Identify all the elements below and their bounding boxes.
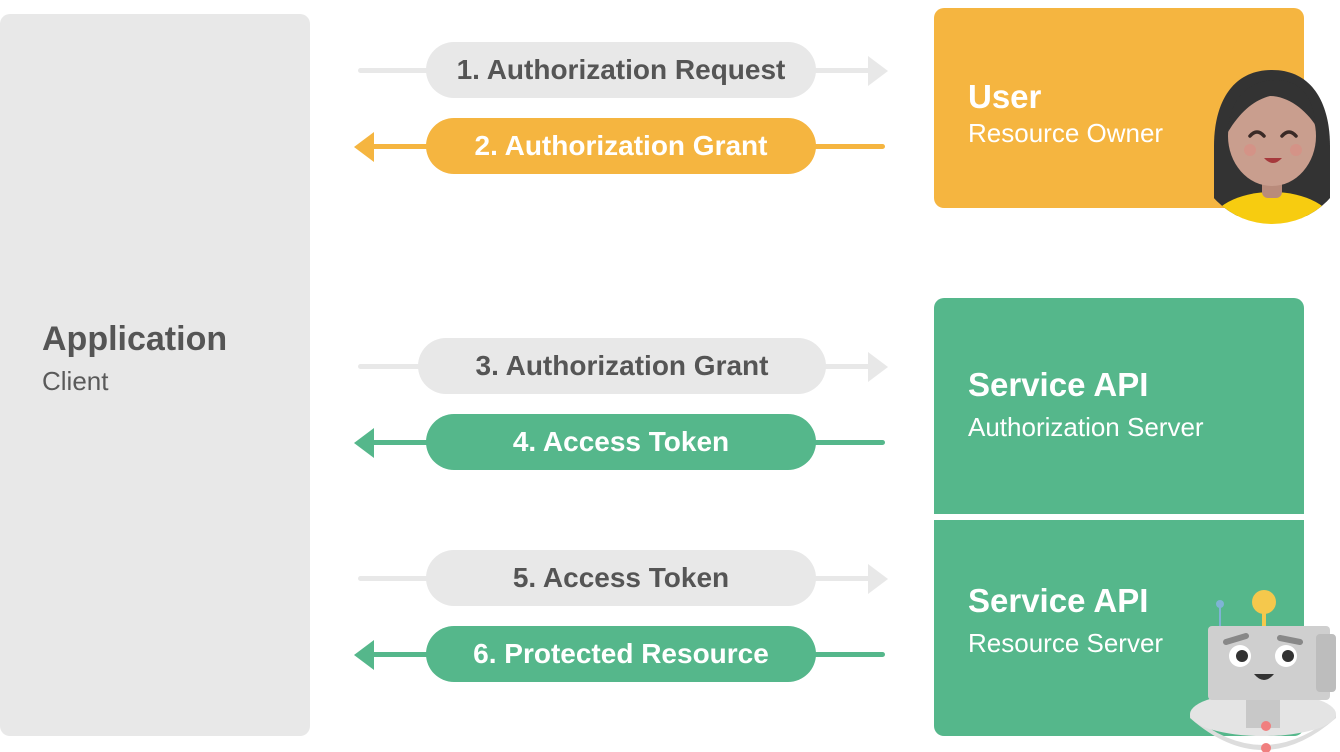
resource-server-subtitle: Resource Server bbox=[968, 628, 1164, 658]
arrow-right-icon bbox=[868, 56, 888, 86]
arrow-left-icon bbox=[354, 132, 374, 162]
arrow-right-icon bbox=[868, 564, 888, 594]
arrow-left-icon bbox=[354, 428, 374, 458]
authorization-server-box: Service API Authorization Server bbox=[934, 298, 1304, 514]
arrow-left-icon bbox=[354, 640, 374, 670]
user-box-title: User bbox=[968, 78, 1042, 115]
client-subtitle: Client bbox=[42, 366, 109, 396]
user-avatar-icon bbox=[1210, 70, 1334, 224]
step-5-label: 5. Access Token bbox=[426, 550, 816, 606]
step-2-label: 2. Authorization Grant bbox=[426, 118, 816, 174]
user-box-subtitle: Resource Owner bbox=[968, 118, 1164, 148]
step-4-label: 4. Access Token bbox=[426, 414, 816, 470]
client-title: Application bbox=[42, 320, 228, 358]
application-client-panel: Application Client bbox=[0, 14, 310, 736]
step-1-label: 1. Authorization Request bbox=[426, 42, 816, 98]
step-3-label: 3. Authorization Grant bbox=[418, 338, 826, 394]
robot-icon bbox=[1190, 590, 1336, 752]
step-6-label: 6. Protected Resource bbox=[426, 626, 816, 682]
authorization-server-subtitle: Authorization Server bbox=[968, 412, 1204, 442]
authorization-server-title: Service API bbox=[968, 366, 1149, 403]
resource-server-title: Service API bbox=[968, 582, 1149, 619]
arrow-right-icon bbox=[868, 352, 888, 382]
